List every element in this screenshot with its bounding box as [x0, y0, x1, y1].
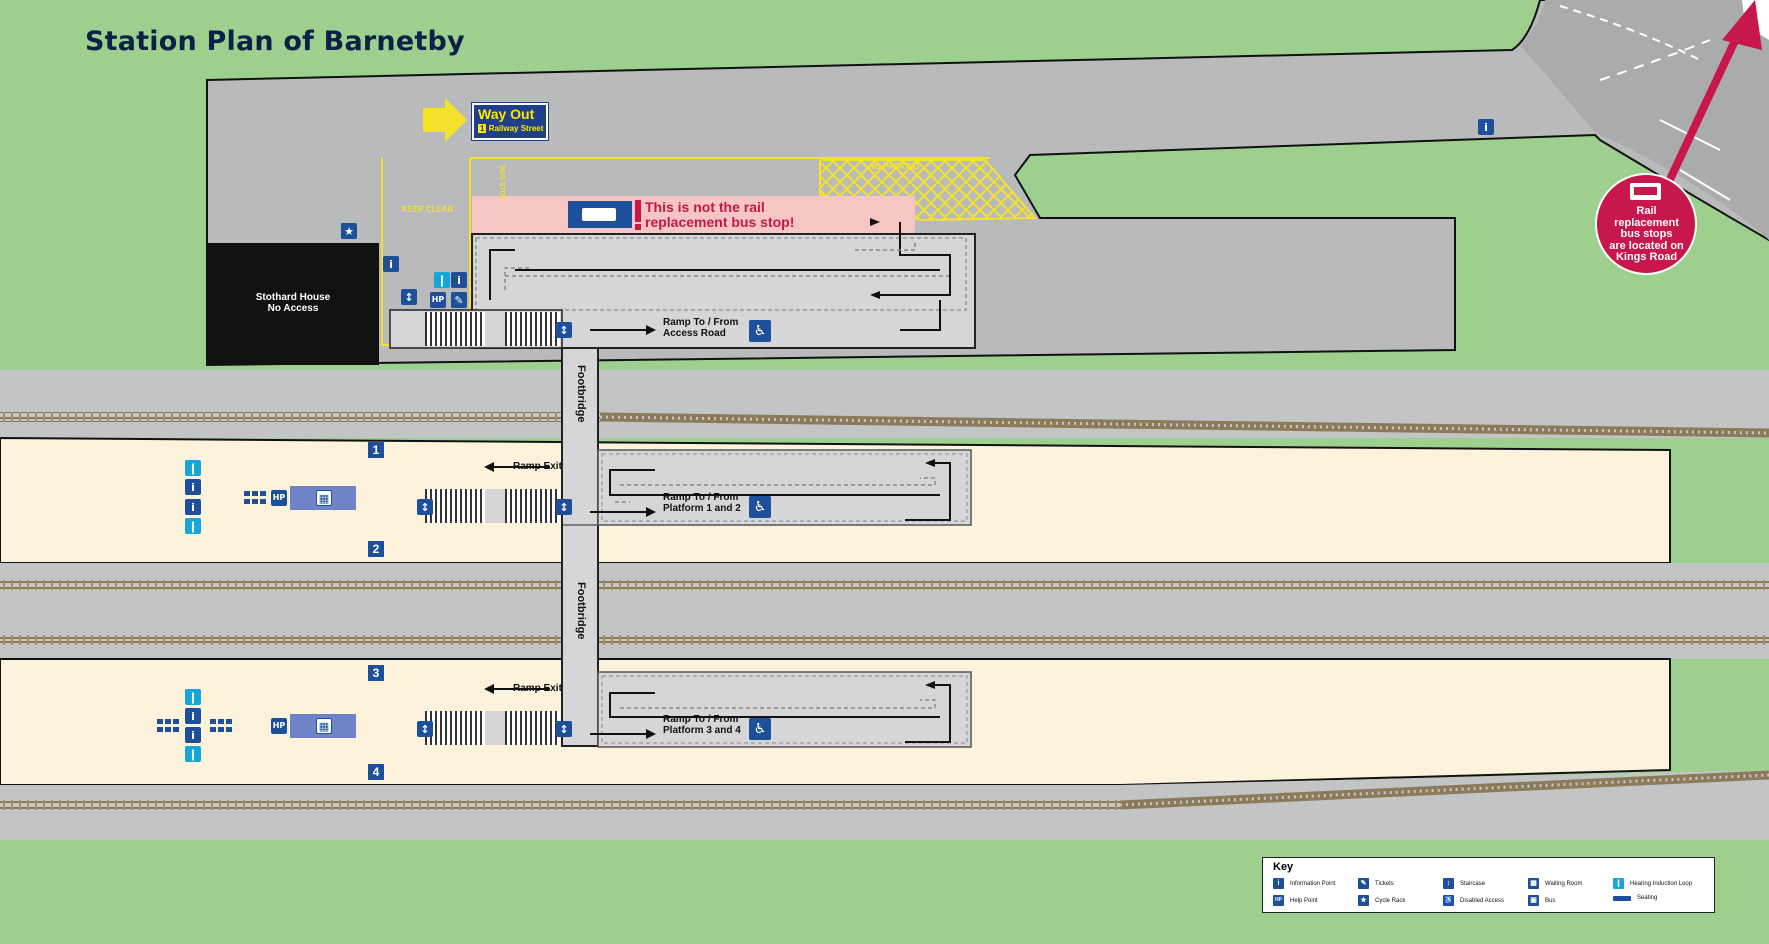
- staircase-icon: ↕: [417, 499, 433, 515]
- staircase-icon: ↕: [1443, 878, 1454, 889]
- no-parking-marking: NO PARKING: [869, 162, 920, 171]
- help-point-icon: HP: [1273, 895, 1284, 906]
- waiting-room-icon: ▦: [316, 718, 332, 734]
- info-icon: i: [383, 256, 399, 272]
- staircase-icon: ↕: [556, 322, 572, 338]
- building-label: Stothard House No Access: [255, 292, 331, 314]
- key-item: ✎Tickets: [1358, 878, 1394, 889]
- way-out-label: Way Out: [478, 106, 535, 122]
- help-point-icon: HP: [271, 490, 287, 506]
- ramp-exit-label: Ramp Exit: [513, 683, 562, 694]
- info-icon: i: [1273, 878, 1284, 889]
- page-title: Station Plan of Barnetby: [85, 26, 465, 57]
- ramp-exit-label: Ramp Exit: [513, 461, 562, 472]
- ramp-platform-1-2-label: Ramp To / From Platform 1 and 2: [663, 492, 741, 514]
- disabled-access-icon: ♿: [1443, 895, 1454, 906]
- key-item: ❙Hearing Induction Loop: [1613, 878, 1692, 889]
- disabled-access-icon: ♿: [749, 320, 771, 342]
- ramp-access-road-label: Ramp To / From Access Road: [663, 317, 739, 339]
- platform-number-1: 1: [368, 442, 384, 458]
- info-icon: i: [451, 272, 467, 288]
- disabled-access-icon: ♿: [749, 496, 771, 518]
- staircase-icon: ↕: [401, 289, 417, 305]
- info-icon: i: [185, 499, 201, 515]
- waiting-room-icon: ▦: [1528, 878, 1539, 889]
- info-icon: i: [185, 479, 201, 495]
- staircase-icon: ↕: [417, 721, 433, 737]
- footbridge-label: Footbridge: [575, 365, 587, 423]
- help-point-icon: HP: [271, 718, 287, 734]
- direction-arrow: [1722, 0, 1762, 50]
- staircase-icon: ↕: [556, 499, 572, 515]
- key-title: Key: [1273, 861, 1294, 873]
- info-icon: i: [185, 727, 201, 743]
- info-icon: i: [1478, 119, 1494, 135]
- way-out-street: 1 Railway Street: [478, 124, 544, 133]
- footbridge: [561, 347, 599, 747]
- hearing-loop-icon: ❙: [185, 460, 201, 476]
- platform-number-2: 2: [368, 541, 384, 557]
- bus-stop-marking: BUS STOP: [498, 165, 505, 201]
- key-item: Seating: [1613, 895, 1657, 901]
- hearing-loop-icon: ❙: [185, 689, 201, 705]
- cycle-rack-icon: ★: [341, 223, 357, 239]
- hearing-loop-icon: ❙: [185, 518, 201, 534]
- ticket-icon: ✎: [1358, 878, 1369, 889]
- platform-number-3: 3: [368, 665, 384, 681]
- key-item: ↕Staircase: [1443, 878, 1485, 889]
- ticket-icon: ✎: [451, 292, 467, 308]
- rail-replacement-badge: [1595, 173, 1697, 275]
- seating-icon: [1613, 895, 1631, 901]
- hearing-loop-icon: ❙: [1613, 878, 1624, 889]
- keep-clear-marking: KEEP CLEAR: [402, 205, 454, 214]
- bus-icon: ▣: [1528, 895, 1539, 906]
- bus-stop-warning: This is not the rail replacement bus sto…: [645, 199, 795, 230]
- disabled-access-icon: ♿: [749, 718, 771, 740]
- stothard-house: [207, 243, 379, 365]
- platform-number-4: 4: [368, 764, 384, 780]
- help-point-icon: HP: [430, 292, 446, 308]
- footbridge-label: Footbridge: [575, 582, 587, 640]
- rail-replacement-text: Rail replacement bus stops are located o…: [1609, 205, 1684, 264]
- key-item: ★Cycle Rack: [1358, 895, 1405, 906]
- key-item: ♿Disabled Access: [1443, 895, 1505, 906]
- staircase-icon: ↕: [556, 721, 572, 737]
- hearing-loop-icon: ❙: [185, 746, 201, 762]
- way-out-sign: Way Out 1 Railway Street: [471, 102, 549, 141]
- waiting-room-icon: ▦: [316, 490, 332, 506]
- ramp-platform-3-4-label: Ramp To / From Platform 3 and 4: [663, 714, 741, 736]
- hearing-loop-icon: ❙: [434, 272, 450, 288]
- key-item: ▦Waiting Room: [1528, 878, 1582, 889]
- way-out-arrow: [423, 98, 467, 142]
- key-item: ▣Bus: [1528, 895, 1555, 906]
- info-icon: i: [185, 708, 201, 724]
- seating-icon: [157, 491, 266, 732]
- cycle-rack-icon: ★: [1358, 895, 1369, 906]
